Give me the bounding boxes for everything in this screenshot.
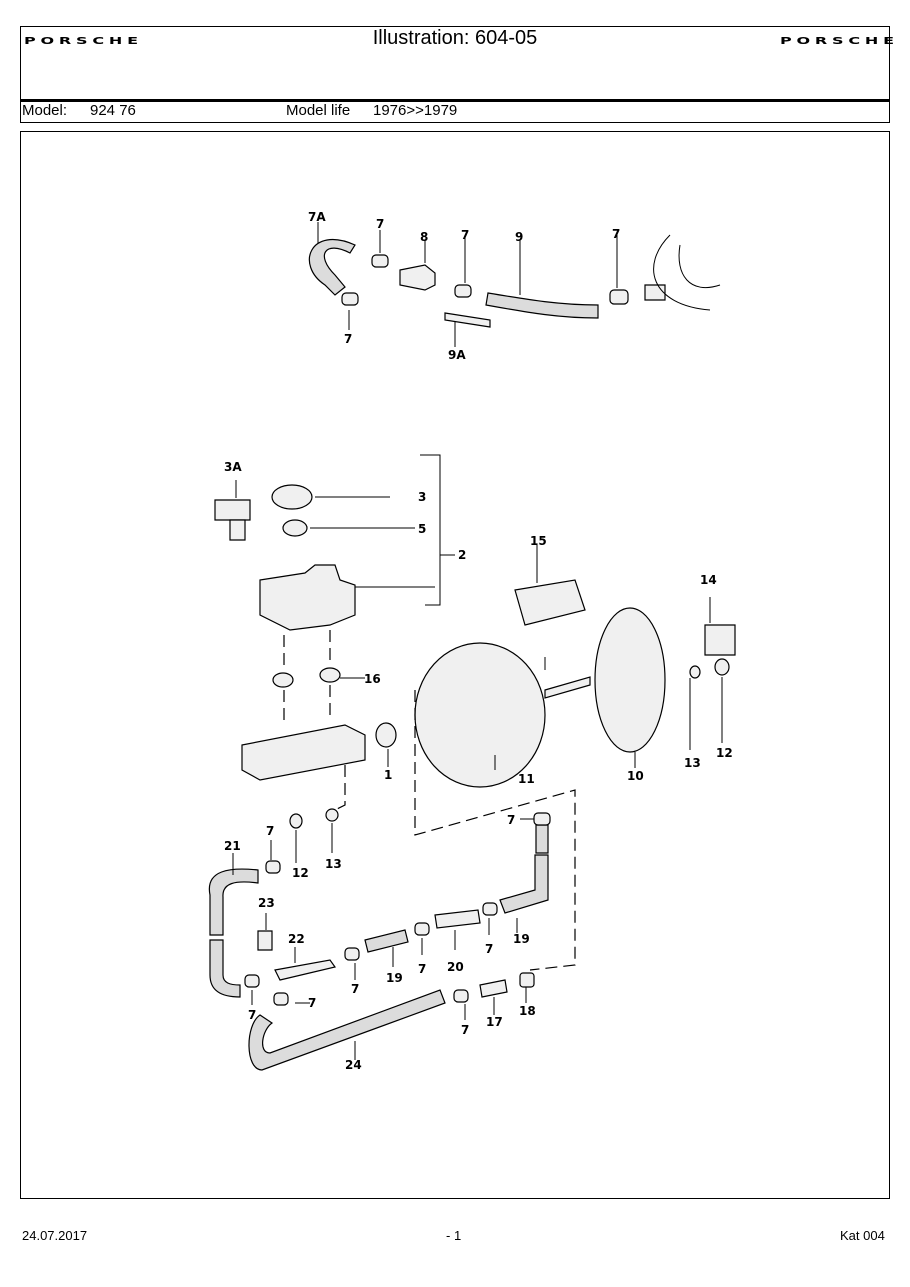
grommet-16-right — [319, 667, 341, 683]
nut-12-right — [714, 658, 730, 676]
tee-9a — [444, 312, 491, 328]
clamp-7-20-right — [482, 902, 498, 916]
nut-12-left — [289, 813, 303, 829]
callout-7-a: 7 — [376, 217, 384, 231]
brake-booster-11 — [414, 642, 546, 788]
callout-7-h: 7 — [248, 1008, 256, 1022]
boot-15 — [514, 579, 586, 626]
model-label: Model: — [22, 102, 68, 119]
hose-21 — [208, 868, 259, 936]
callout-18: 18 — [519, 1004, 536, 1018]
callout-3: 3 — [418, 490, 426, 504]
callout-24: 24 — [345, 1058, 362, 1072]
bracket-plate-10 — [594, 607, 666, 753]
clamp-7-22-right — [344, 947, 360, 961]
model-life-label: Model life — [286, 102, 351, 119]
clamp-7-top — [533, 812, 551, 826]
clamp-7-right — [609, 289, 629, 305]
check-valve-8 — [399, 264, 436, 291]
illustration-frame — [20, 131, 890, 1199]
callout-22: 22 — [288, 932, 305, 946]
callout-19-right: 19 — [513, 932, 530, 946]
footer-date: 24.07.2017 — [22, 1228, 88, 1243]
reservoir-2 — [259, 564, 356, 631]
clamp-7-upper-left — [265, 860, 281, 874]
sender-3a — [229, 519, 246, 541]
callout-20: 20 — [447, 960, 464, 974]
model-life-value: 1976>>1979 — [373, 102, 458, 119]
callout-12-left: 12 — [292, 866, 309, 880]
footer-catalog: Kat 004 — [840, 1228, 885, 1243]
callout-9A: 9A — [448, 348, 466, 362]
callout-10: 10 — [627, 769, 644, 783]
header-divider — [20, 99, 890, 102]
hose-24 — [248, 989, 446, 1071]
callout-2: 2 — [458, 548, 466, 562]
callout-5: 5 — [418, 522, 426, 536]
callout-7-f: 7 — [266, 824, 274, 838]
hose-21-lower — [209, 939, 241, 998]
callout-15: 15 — [530, 534, 547, 548]
master-cylinder — [241, 724, 366, 781]
washer-13-right — [689, 665, 701, 679]
fitting-18 — [519, 972, 535, 988]
brand-logo-right: PORSCHE — [780, 36, 899, 47]
callout-3A: 3A — [224, 460, 242, 474]
brand-logo-left: PORSCHE — [24, 36, 143, 47]
page-title: Illustration: 604-05 — [372, 27, 538, 49]
callout-7-e: 7 — [507, 813, 515, 827]
washer-13-left — [325, 808, 339, 822]
callout-7-k: 7 — [485, 942, 493, 956]
clamp-7-19-left — [414, 922, 430, 936]
callout-7-l: 7 — [461, 1023, 469, 1037]
callout-7-d: 7 — [344, 332, 352, 346]
callout-13-right: 13 — [684, 756, 701, 770]
callout-19-left: 19 — [386, 971, 403, 985]
header-frame — [20, 26, 890, 123]
hose-7a — [308, 239, 356, 296]
callout-12-right: 12 — [716, 746, 733, 760]
hose-19-left — [364, 929, 409, 953]
exploded-parts-diagram: 7A 7 8 7 9 7 7 9A 3A 3 5 2 15 14 16 1 11… — [208, 210, 736, 1072]
tee-22 — [274, 959, 337, 981]
callout-7-g: 7 — [308, 996, 316, 1010]
callout-11: 11 — [518, 772, 535, 786]
callout-13-left: 13 — [325, 857, 342, 871]
hose-7-top — [535, 824, 549, 854]
callout-14: 14 — [700, 573, 717, 587]
tee-20 — [434, 909, 481, 929]
callout-7-b: 7 — [461, 228, 469, 242]
callout-7-j: 7 — [418, 962, 426, 976]
clamp-7-24 — [453, 989, 469, 1003]
bracket-23 — [257, 930, 273, 951]
callout-1: 1 — [384, 768, 392, 782]
callout-17: 17 — [486, 1015, 503, 1029]
callout-23: 23 — [258, 896, 275, 910]
clamp-7a-top — [371, 254, 389, 268]
reservoir-cap-3a — [214, 499, 251, 521]
spacer-14 — [704, 624, 736, 656]
intake-fitting — [644, 284, 666, 301]
callout-21: 21 — [224, 839, 241, 853]
valve-17 — [479, 979, 508, 998]
callout-7A: 7A — [308, 210, 326, 224]
callout-7-i: 7 — [351, 982, 359, 996]
grommet-16-left — [272, 672, 294, 688]
model-value: 924 76 — [90, 102, 136, 119]
reservoir-cap-3 — [271, 484, 313, 510]
clamp-7-mid — [454, 284, 472, 298]
seal-ring-1 — [375, 722, 397, 748]
clamp-7a-bottom — [341, 292, 359, 306]
callout-8: 8 — [420, 230, 428, 244]
callout-9: 9 — [515, 230, 523, 244]
booster-pushrod — [544, 676, 591, 699]
clamp-7-22-left — [244, 974, 260, 988]
footer-page-number: - 1 — [446, 1228, 462, 1243]
clamp-7-22-lower — [273, 992, 289, 1006]
strainer-5 — [282, 519, 308, 537]
callout-7-c: 7 — [612, 227, 620, 241]
hose-19-right — [499, 854, 549, 914]
callout-16: 16 — [364, 672, 381, 686]
hose-9 — [485, 292, 599, 319]
